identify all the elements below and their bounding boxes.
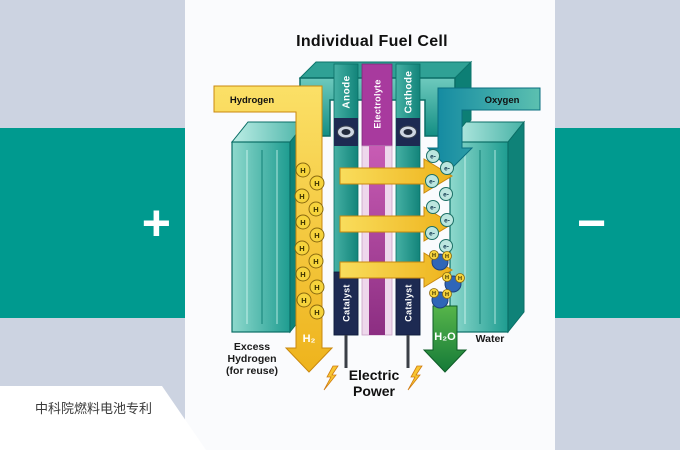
left-bipolar-plate [230, 120, 308, 334]
negative-terminal-block: − [555, 128, 680, 318]
svg-text:H: H [432, 253, 436, 259]
lightning-bolt-left [323, 365, 339, 391]
cathode-label: Cathode [404, 71, 415, 114]
hydrogen-atoms: H H H H H H H H H H H H [294, 162, 325, 320]
svg-text:H: H [299, 244, 304, 253]
excess-line1: Excess [234, 341, 270, 353]
water-exit-arrow: H₂O [422, 305, 468, 373]
h2-exit-label: H₂ [303, 333, 316, 345]
minus-symbol: − [577, 195, 607, 251]
proton-flow-arrows [339, 158, 453, 288]
svg-text:H: H [300, 270, 305, 279]
right-bipolar-plate [448, 120, 526, 334]
output-labels: Excess Hydrogen (for reuse) Water Electr… [226, 333, 504, 399]
anode-label: Anode [342, 75, 353, 108]
svg-text:H: H [301, 296, 306, 305]
svg-text:H: H [313, 257, 318, 266]
svg-text:H: H [458, 276, 462, 282]
svg-text:H: H [314, 283, 319, 292]
plus-symbol: + [141, 195, 171, 251]
svg-text:e-: e- [430, 154, 436, 161]
svg-text:H: H [313, 205, 318, 214]
electrolyte-label: Electrolyte [373, 79, 383, 128]
h2o-exit-label: H₂O [434, 331, 456, 343]
excess-line3: (for reuse) [226, 365, 278, 377]
membrane-assembly: Anode Electrolyte Cathode Catalyst Catal… [333, 63, 421, 336]
svg-text:H: H [314, 179, 319, 188]
svg-text:H: H [314, 231, 319, 240]
catalyst-left-label: Catalyst [342, 284, 352, 321]
water-molecules: H H H H H H [429, 250, 465, 309]
svg-text:H: H [314, 308, 319, 317]
oxygen-flow-arrow: Oxygen [426, 87, 541, 171]
svg-text:e-: e- [430, 205, 436, 212]
electric-power-line1: Electric [349, 367, 400, 383]
water-label: Water [476, 333, 505, 345]
svg-text:e-: e- [443, 192, 449, 199]
positive-terminal-block: + [0, 128, 185, 318]
svg-text:H: H [299, 192, 304, 201]
cathode-catalyst-strip [395, 271, 421, 336]
caption-text: 中科院燃料电池专利 [35, 401, 153, 416]
svg-text:H: H [432, 291, 436, 297]
electrolyte-core [369, 146, 385, 335]
lightning-bolt-right [407, 365, 423, 391]
svg-text:H: H [445, 292, 449, 298]
svg-text:e-: e- [443, 244, 449, 251]
excess-line2: Hydrogen [227, 353, 276, 365]
svg-text:H: H [445, 254, 449, 260]
svg-text:H: H [300, 166, 305, 175]
oxygen-input-label: Oxygen [485, 95, 520, 106]
svg-text:e-: e- [444, 218, 450, 225]
svg-text:H: H [445, 275, 449, 281]
hydrogen-input-label: Hydrogen [230, 95, 275, 106]
svg-text:e-: e- [429, 231, 435, 238]
electron-particles: e- e- e- e- e- e- e- e- [425, 149, 454, 253]
svg-text:H: H [300, 218, 305, 227]
catalyst-right-label: Catalyst [404, 284, 414, 321]
electric-circuit-leads [323, 335, 423, 391]
electric-power-line2: Power [353, 383, 396, 399]
diagram-title: Individual Fuel Cell [296, 33, 448, 50]
svg-text:e-: e- [444, 166, 450, 173]
svg-text:e-: e- [429, 179, 435, 186]
